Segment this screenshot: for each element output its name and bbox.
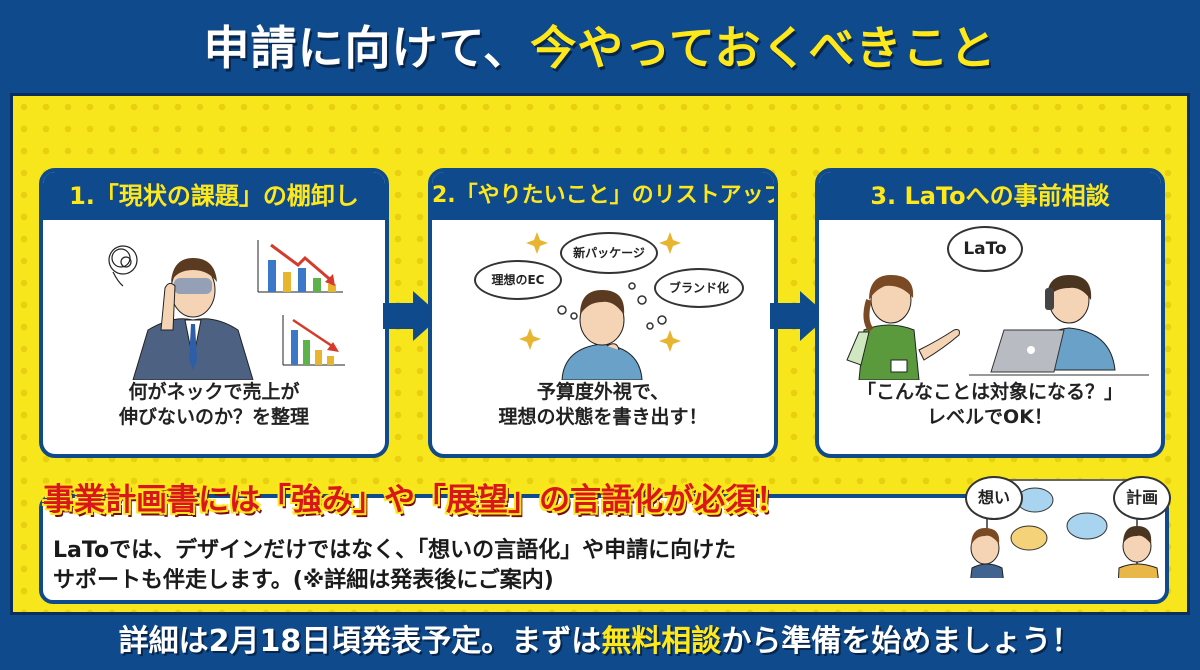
- step-heading: 2.「やりたいこと」のリストアップ: [432, 172, 774, 220]
- step-description-line: 「こんなことは対象になる？」: [856, 381, 1123, 403]
- title-highlight: 今やっておくべきこと: [530, 21, 997, 75]
- speech-bubble-lato: LaTo: [947, 226, 1023, 272]
- step-card-1: 1.「現状の課題」の棚卸し: [39, 168, 389, 458]
- arrow-right-icon: [383, 291, 441, 341]
- step-description-line: 予算度外視で、: [536, 381, 670, 403]
- thinking-man-illustration: 理想のEC 新パッケージ ブランド化: [432, 220, 774, 380]
- speech-bubble-omoi: 想い: [965, 476, 1023, 520]
- step-description-line: レベルでOK！: [927, 406, 1053, 428]
- callout-description-line: サポートも伴走します。(※詳細は発表後にご案内): [53, 568, 554, 593]
- consultation-illustration: LaTo: [819, 220, 1161, 380]
- title-white: 申請に向けて、: [203, 21, 531, 75]
- callout-box: [39, 479, 1169, 604]
- step-heading: 1.「現状の課題」の棚卸し: [43, 172, 385, 220]
- step-description: 「こんなことは対象になる？」 レベルでOK！: [819, 380, 1161, 430]
- step-description: 予算度外視で、 理想の状態を書き出す！: [432, 380, 774, 430]
- page-title: 申請に向けて、今やっておくべきこと: [0, 8, 1200, 88]
- thought-bubble: ブランド化: [654, 268, 744, 308]
- arrow-right-icon: [770, 291, 828, 341]
- footer-highlight: 無料相談: [601, 624, 722, 659]
- step-heading: 3. LaToへの事前相談: [819, 172, 1161, 220]
- callout-description-line: LaToでは、デザインだけではなく、「想いの言語化」や申請に向けた: [53, 538, 737, 563]
- worried-businessman-illustration: [43, 220, 385, 381]
- step-description-line: 何がネックで売上が: [128, 381, 300, 403]
- step-card-3: 3. LaToへの事前相談 LaTo 「こんなことは対象になる？」: [815, 168, 1165, 458]
- step-description: 何がネックで売上が 伸びないのか？を整理: [43, 380, 385, 430]
- main-panel: 1.「現状の課題」の棚卸し: [10, 93, 1190, 615]
- thought-bubble: 新パッケージ: [560, 232, 658, 274]
- step-description-line: 理想の状態を書き出す！: [498, 406, 708, 428]
- step-card-2: 2.「やりたいこと」のリストアップ 理想のEC: [428, 168, 778, 458]
- thought-bubble: 理想のEC: [474, 260, 562, 300]
- callout-headline: 事業計画書には「強み」や「展望」の言語化が必須！: [43, 482, 787, 518]
- footer-text: から準備を始めましょう！: [721, 624, 1082, 659]
- callout-description: LaToでは、デザインだけではなく、「想いの言語化」や申請に向けた サポートも伴…: [53, 536, 736, 596]
- step-description-line: 伸びないのか？を整理: [118, 406, 309, 428]
- speech-bubble-keikaku: 計画: [1113, 476, 1171, 520]
- footer-message: 詳細は2月18日頃発表予定。まずは無料相談から準備を始めましょう！: [0, 617, 1200, 670]
- footer-text: 詳細は2月18日頃発表予定。まずは: [118, 624, 602, 659]
